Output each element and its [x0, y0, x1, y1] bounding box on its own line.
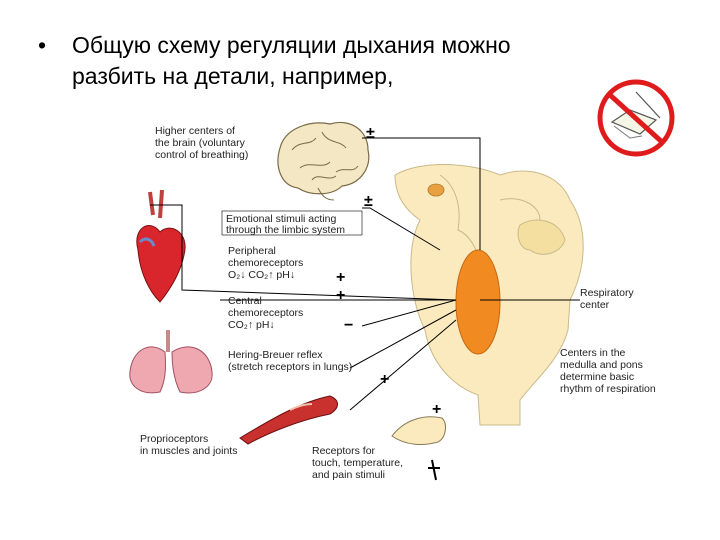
brain-illustration — [277, 121, 370, 201]
label-centers-medulla: Centers in the medulla and pons determin… — [560, 347, 656, 395]
svg-text:Centers in the: Centers in the — [560, 347, 626, 359]
sign-central: + — [336, 287, 345, 304]
svg-text:Hering-Breuer reflex: Hering-Breuer reflex — [228, 349, 323, 361]
svg-text:O₂↓ CO₂↑ pH↓: O₂↓ CO₂↑ pH↓ — [228, 269, 295, 281]
svg-text:chemoreceptors: chemoreceptors — [228, 307, 303, 319]
svg-text:Proprioceptors: Proprioceptors — [140, 433, 208, 445]
svg-text:Central: Central — [228, 295, 262, 307]
svg-text:Respiratory: Respiratory — [580, 287, 634, 299]
sign-peripheral: + — [336, 269, 345, 286]
no-book-icon — [597, 79, 675, 157]
hand-illustration — [391, 416, 446, 481]
label-emotional-stimuli: Emotional stimuli acting through the lim… — [221, 210, 363, 236]
muscle-illustration — [239, 395, 338, 445]
svg-text:Peripheral: Peripheral — [228, 245, 276, 257]
svg-text:(stretch receptors in lungs): (stretch receptors in lungs) — [228, 361, 352, 373]
svg-text:determine basic: determine basic — [560, 371, 634, 383]
svg-text:and pain stimuli: and pain stimuli — [312, 469, 385, 481]
svg-text:Receptors for: Receptors for — [312, 445, 376, 457]
sign-higher: ± — [366, 125, 375, 142]
lungs-illustration — [129, 330, 213, 394]
svg-text:Emotional stimuli acting: Emotional stimuli acting — [226, 213, 336, 225]
label-peripheral-chemoreceptors: Peripheral chemoreceptors O₂↓ CO₂↑ pH↓ — [228, 245, 303, 281]
label-central-chemoreceptors: Central chemoreceptors CO₂↑ pH↓ — [228, 295, 303, 331]
label-touch-receptors: Receptors for touch, temperature, and pa… — [312, 445, 403, 481]
sign-touch: + — [432, 401, 441, 418]
svg-text:center: center — [580, 299, 610, 311]
sign-emotional: ± — [364, 193, 373, 210]
svg-text:medulla and pons: medulla and pons — [560, 359, 643, 371]
sign-proprio: + — [380, 371, 389, 388]
connection-lines — [150, 137, 580, 411]
svg-text:rhythm of respiration: rhythm of respiration — [560, 383, 656, 395]
title-bullet: • — [38, 32, 47, 58]
label-proprioceptors: Proprioceptors in muscles and joints — [140, 433, 237, 457]
heart-illustration — [136, 189, 186, 303]
title-line-2: разбить на детали, например, — [72, 63, 394, 89]
label-higher-centers: Higher centers of the brain (voluntary c… — [155, 125, 248, 161]
svg-text:in muscles and joints: in muscles and joints — [140, 445, 237, 457]
title-line-1: Общую схему регуляции дыхания можно — [72, 32, 511, 58]
svg-text:through the limbic system: through the limbic system — [226, 224, 345, 236]
label-hering-breuer: Hering-Breuer reflex (stretch receptors … — [228, 349, 352, 373]
slide-title: • Общую схему регуляции дыхания можно ра… — [38, 30, 618, 92]
svg-text:chemoreceptors: chemoreceptors — [228, 257, 303, 269]
svg-text:the brain (voluntary: the brain (voluntary — [155, 137, 246, 149]
brain-stem-illustration — [394, 164, 584, 426]
svg-text:touch, temperature,: touch, temperature, — [312, 457, 403, 469]
sign-hering: − — [344, 317, 353, 334]
label-respiratory-center: Respiratory center — [580, 287, 634, 311]
svg-text:Higher centers of: Higher centers of — [155, 125, 235, 137]
svg-text:control of breathing): control of breathing) — [155, 149, 248, 161]
svg-text:CO₂↑ pH↓: CO₂↑ pH↓ — [228, 319, 275, 331]
